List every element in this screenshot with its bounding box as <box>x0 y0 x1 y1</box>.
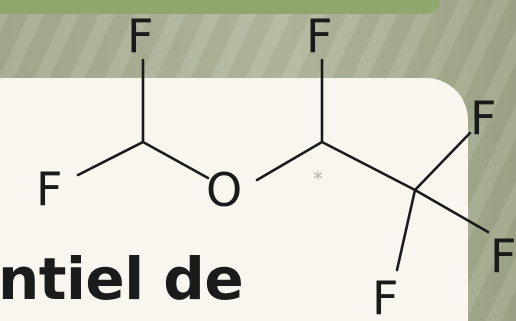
atom-oxygen: O <box>206 163 242 217</box>
bond-c3-f-bottom <box>395 188 417 272</box>
bond-c3-f-right-upper <box>413 131 472 192</box>
atom-f-right-lower: F <box>490 229 516 283</box>
card-heading-text: ntiel de <box>0 245 244 313</box>
top-accent-band <box>0 0 440 14</box>
bond-c2-c3 <box>320 140 417 192</box>
atom-f-top-left: F <box>127 9 153 63</box>
bond-c1-oxygen <box>141 140 210 180</box>
atom-f-right-upper: F <box>470 91 496 145</box>
bond-oxygen-c2 <box>255 140 324 182</box>
content-card <box>0 78 468 321</box>
atom-f-bottom: F <box>372 271 398 321</box>
atom-f-left: F <box>36 162 62 216</box>
bond-c1-f-left <box>76 140 145 177</box>
stereo-center-mark: * <box>313 167 323 191</box>
bond-c3-f-right-lower <box>413 188 490 234</box>
card-text-container: ntiel de <box>0 242 468 321</box>
atom-f-top-middle: F <box>306 9 332 63</box>
